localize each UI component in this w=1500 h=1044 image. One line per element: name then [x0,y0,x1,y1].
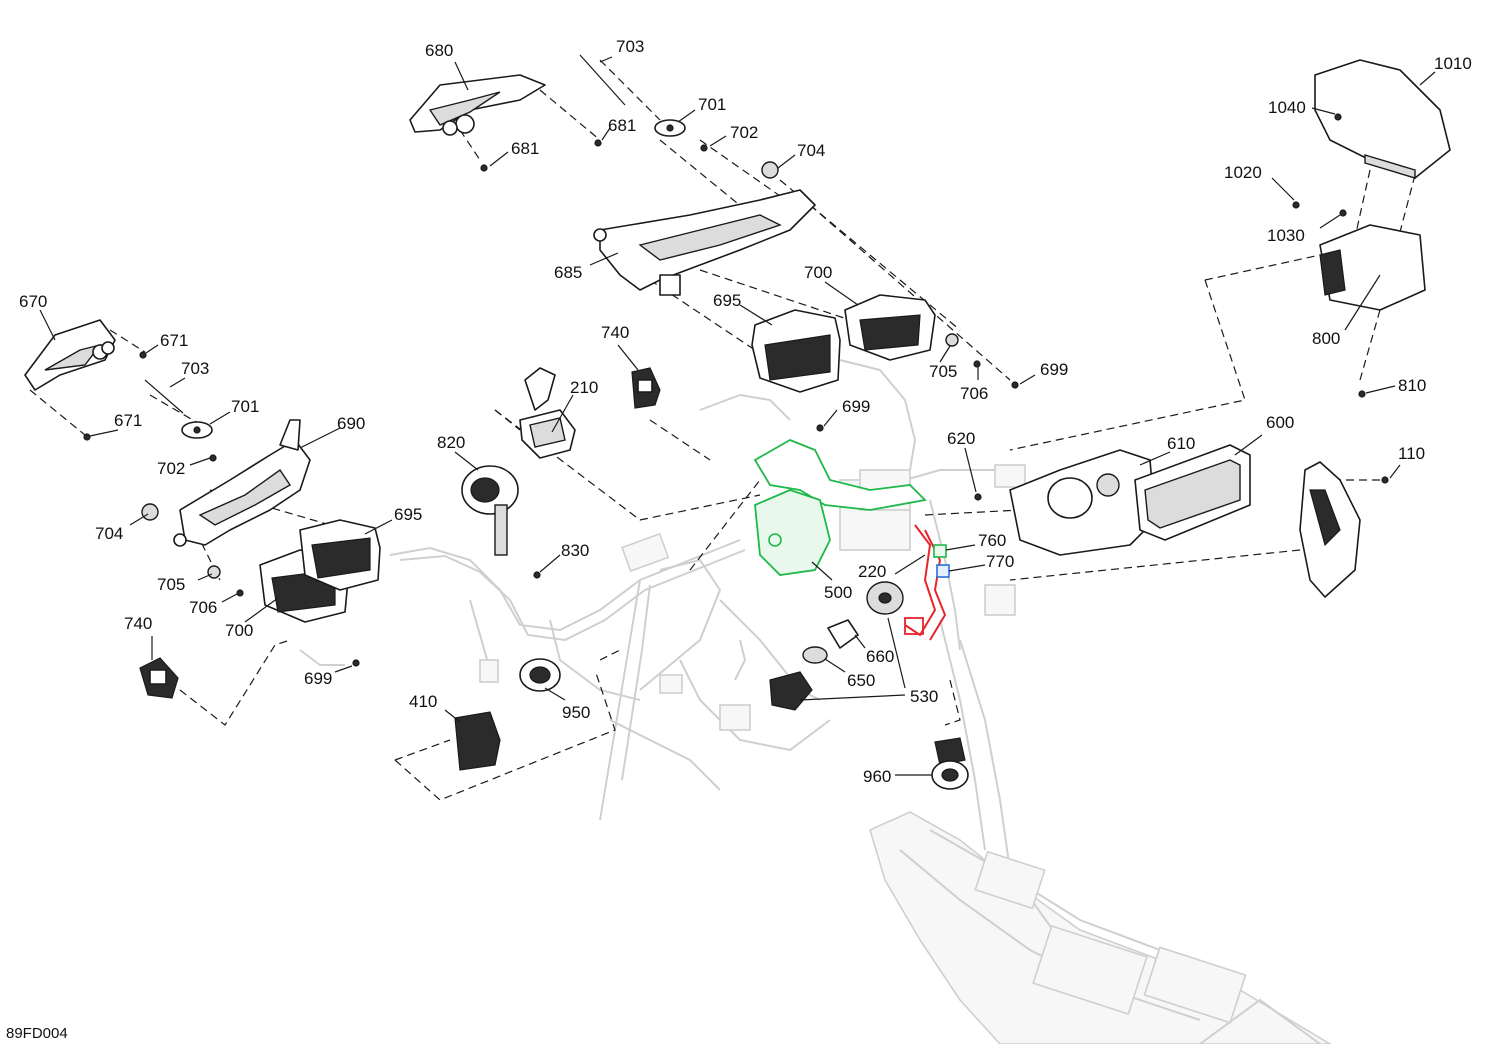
callout-704-left: 704 [95,524,123,543]
hardware-left [141,379,360,667]
callout-110: 110 [1398,444,1425,463]
callout-800: 800 [1312,329,1340,348]
callout-699-left: 699 [304,669,332,688]
callout-740-upper: 740 [601,323,629,342]
part-960-ignition [931,737,969,790]
callout-700-left: 700 [225,621,253,640]
callout-695-upper: 695 [713,291,741,310]
callout-671-top: 671 [160,331,188,350]
callout-960: 960 [863,767,891,786]
callout-701-top: 701 [698,95,726,114]
part-690-bracket [173,419,311,547]
part-620-screw [974,493,982,501]
callout-600: 600 [1266,413,1294,432]
callout-610: 610 [1167,434,1195,453]
callout-950: 950 [562,703,590,722]
callout-labels: 680 703 701 702 704 681 681 685 700 695 … [19,37,1472,786]
callout-530: 530 [910,687,938,706]
callout-1020: 1020 [1224,163,1262,182]
part-670-cover [24,319,147,441]
callout-699-right: 699 [1040,360,1068,379]
callout-690: 690 [337,414,365,433]
frame-ghost [869,619,1332,1044]
hardware-top [480,54,779,179]
part-500-switch [753,439,927,576]
callout-706-left: 706 [189,598,217,617]
callout-702-top: 702 [730,123,758,142]
callout-699-center: 699 [842,397,870,416]
callout-705-left: 705 [157,575,185,594]
diagram-code: 89FD004 [6,1025,68,1042]
part-110-bracket [1299,461,1389,598]
callout-700-upper: 700 [804,263,832,282]
callout-220: 220 [858,562,886,581]
callout-706-right: 706 [960,384,988,403]
callout-650: 650 [847,671,875,690]
callout-681-right: 681 [608,116,636,135]
callout-770: 770 [986,552,1014,571]
callout-1010: 1010 [1434,54,1472,73]
part-410-module [454,711,501,771]
part-600-display [1134,444,1251,541]
part-695-light-upper [751,309,841,432]
callout-1030: 1030 [1267,226,1305,245]
callout-830: 830 [561,541,589,560]
callout-702-left: 702 [157,459,185,478]
callout-1040: 1040 [1268,98,1306,117]
assembly-lines [29,59,1416,801]
part-695-light-left [299,519,381,591]
callout-760: 760 [978,531,1006,550]
part-1010-bracket [1292,59,1451,217]
callout-500: 500 [824,583,852,602]
callout-671-bottom: 671 [114,411,142,430]
callout-704-top: 704 [797,141,825,160]
part-685-bracket [593,189,816,296]
part-610-housing [1009,449,1156,556]
part-210-connector [519,367,576,459]
callout-410: 410 [409,692,437,711]
part-680-cover [409,74,546,136]
callout-703-left: 703 [181,359,209,378]
callout-660: 660 [866,647,894,666]
callout-210: 210 [570,378,598,397]
callout-810: 810 [1398,376,1426,395]
callout-695-left: 695 [394,505,422,524]
callout-701-left: 701 [231,397,259,416]
callout-820: 820 [437,433,465,452]
callout-670: 670 [19,292,47,311]
callout-681-left: 681 [511,139,539,158]
part-740-upper [631,367,661,409]
part-800-module [1319,224,1426,398]
part-220-harness [904,524,947,641]
callout-703-top: 703 [616,37,644,56]
part-740-lower [139,657,179,699]
callout-705-right: 705 [929,362,957,381]
callout-620: 620 [947,429,975,448]
part-820-horn [461,465,541,579]
part-700-light-upper [844,294,1019,389]
leader-lines [39,56,1436,776]
callout-685: 685 [554,263,582,282]
callout-680: 680 [425,41,453,60]
callout-740-lower: 740 [124,614,152,633]
part-950-socket [519,658,561,692]
